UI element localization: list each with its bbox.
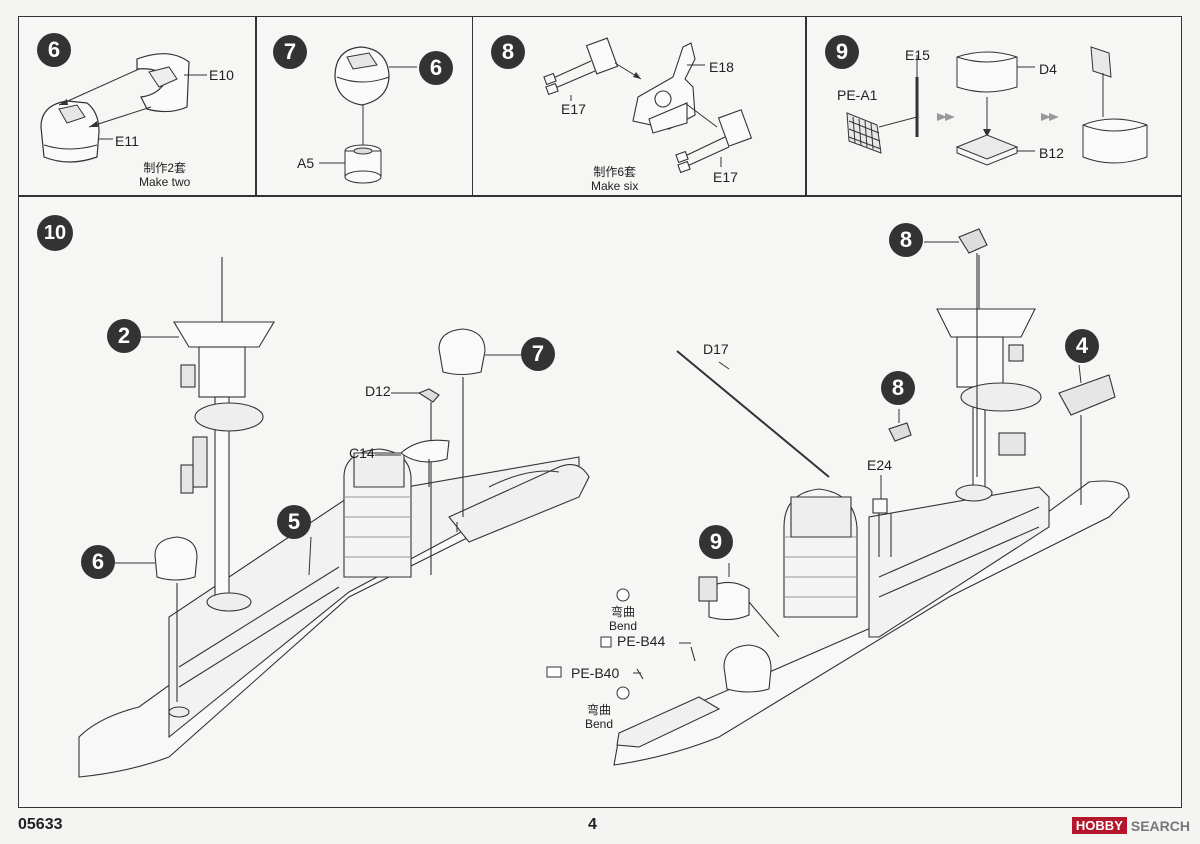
director-assembly-drawing	[319, 46, 417, 184]
part-label-d12: D12	[365, 383, 391, 399]
ref-step-6: 6	[419, 51, 453, 85]
ref-step-8-mid: 8	[881, 371, 915, 405]
step-9-panel: 9 PE-A1 E15 D4 B12	[806, 16, 1182, 196]
part-label-pe-b44: PE-B44	[617, 633, 666, 649]
ref-step-8-top: 8	[889, 223, 923, 257]
ref-step-2: 2	[107, 319, 141, 353]
part-label-pe-b40: PE-B40	[571, 665, 620, 681]
ship-superstructure-drawing	[78, 228, 1130, 778]
part-label-b12: B12	[1039, 145, 1064, 161]
part-label-c14: C14	[349, 445, 375, 461]
part-label-e17-left: E17	[561, 101, 586, 117]
part-label-e11: E11	[115, 133, 139, 149]
page-number: 4	[588, 816, 597, 833]
step-7-panel: 7 6 A5	[256, 16, 473, 196]
instruction-note-cn: 制作6套	[593, 165, 637, 179]
instruction-note-en: Make six	[591, 179, 639, 193]
ref-step-9: 9	[699, 525, 733, 559]
instruction-note-en: Make two	[139, 175, 191, 189]
watermark-text: SEARCH	[1130, 817, 1190, 834]
part-label-e15: E15	[905, 47, 930, 63]
ref-step-6: 6	[81, 545, 115, 579]
step-number-9: 9	[825, 35, 859, 69]
instruction-note-cn: 制作2套	[143, 161, 187, 175]
step-number-10: 10	[37, 215, 73, 251]
turret-assembly-drawing	[40, 53, 207, 163]
part-label-d17: D17	[703, 341, 729, 357]
part-label-pe-a1: PE-A1	[837, 87, 878, 103]
step-8-panel: 8 E18 E17 E17 制	[472, 16, 806, 196]
ref-step-4: 4	[1065, 329, 1099, 363]
step-number-8: 8	[491, 35, 525, 69]
ref-step-5: 5	[277, 505, 311, 539]
ref-step-7: 7	[521, 337, 555, 371]
part-label-a5: A5	[297, 155, 315, 171]
part-label-e24: E24	[867, 457, 892, 473]
bend-note-cn: 弯曲	[611, 605, 636, 619]
step-number-6: 6	[37, 33, 71, 67]
bend-note-bottom: 弯曲 Bend	[585, 703, 613, 731]
gun-assembly-drawing	[543, 37, 753, 174]
watermark: HOBBY SEARCH	[1071, 817, 1190, 834]
watermark-brand: HOBBY	[1071, 817, 1127, 834]
step-number-7: 7	[273, 35, 307, 69]
bend-note-en: Bend	[609, 619, 638, 633]
product-code: 05633	[18, 816, 63, 833]
bend-note-top: 弯曲 Bend	[609, 605, 637, 633]
instruction-note: 制作2套 Make two	[139, 161, 190, 189]
part-label-d4: D4	[1039, 61, 1057, 77]
step-6-panel: 6 E10 E11 制作2套 Make two	[18, 16, 256, 196]
bend-note-cn: 弯曲	[587, 703, 612, 717]
radar-assembly-drawing	[846, 46, 1148, 166]
bend-note-en: Bend	[585, 717, 614, 731]
part-label-e17-right: E17	[713, 169, 738, 185]
instruction-note: 制作6套 Make six	[591, 165, 638, 193]
part-label-e10: E10	[209, 67, 234, 83]
step-10-panel: 10	[18, 196, 1182, 808]
part-label-e18: E18	[709, 59, 734, 75]
